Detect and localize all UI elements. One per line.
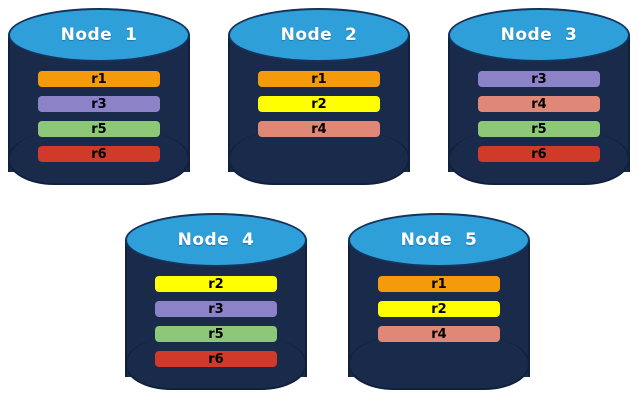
- replica-bar[interactable]: r5: [155, 326, 277, 342]
- replica-label: r3: [91, 96, 107, 112]
- replica-list: r1 r2 r4: [228, 71, 410, 137]
- replica-label: r1: [431, 276, 447, 292]
- replica-label: r5: [208, 326, 224, 342]
- replica-bar[interactable]: r2: [378, 301, 500, 317]
- cylinder-top: Node 1: [8, 8, 190, 62]
- cylinder-top: Node 5: [348, 213, 530, 267]
- cylinder-bottom: [348, 338, 530, 390]
- replica-bar[interactable]: r4: [378, 326, 500, 342]
- cylinder-top: Node 4: [125, 213, 307, 267]
- replica-bar[interactable]: r6: [38, 146, 160, 162]
- replica-label: r6: [91, 146, 107, 162]
- database-node-5[interactable]: Node 5 r1 r2 r4: [348, 213, 530, 390]
- database-node-3[interactable]: Node 3 r3 r4 r5 r6: [448, 8, 630, 185]
- replica-bar[interactable]: r4: [478, 96, 600, 112]
- replica-bar[interactable]: r6: [478, 146, 600, 162]
- replica-bar[interactable]: r3: [155, 301, 277, 317]
- database-node-4[interactable]: Node 4 r2 r3 r5 r6: [125, 213, 307, 390]
- node-label: Node 3: [500, 24, 578, 45]
- replica-list: r1 r3 r5 r6: [8, 71, 190, 162]
- replica-bar[interactable]: r5: [478, 121, 600, 137]
- replica-bar[interactable]: r4: [258, 121, 380, 137]
- database-node-2[interactable]: Node 2 r1 r2 r4: [228, 8, 410, 185]
- replica-label: r4: [531, 96, 547, 112]
- replica-label: r6: [208, 351, 224, 367]
- replica-bar[interactable]: r6: [155, 351, 277, 367]
- replica-bar[interactable]: r3: [38, 96, 160, 112]
- replica-list: r3 r4 r5 r6: [448, 71, 630, 162]
- replica-list: r1 r2 r4: [348, 276, 530, 342]
- replica-bar[interactable]: r5: [38, 121, 160, 137]
- replica-label: r3: [531, 71, 547, 87]
- replica-label: r1: [311, 71, 327, 87]
- replica-bar[interactable]: r1: [38, 71, 160, 87]
- node-label: Node 2: [280, 24, 358, 45]
- cylinder-bottom: [228, 133, 410, 185]
- replica-label: r4: [311, 121, 327, 137]
- replica-label: r1: [91, 71, 107, 87]
- replica-label: r6: [531, 146, 547, 162]
- database-node-1[interactable]: Node 1 r1 r3 r5 r6: [8, 8, 190, 185]
- replica-bar[interactable]: r1: [258, 71, 380, 87]
- replica-list: r2 r3 r5 r6: [125, 276, 307, 367]
- cylinder-top: Node 2: [228, 8, 410, 62]
- node-label: Node 4: [177, 229, 255, 250]
- replica-bar[interactable]: r2: [258, 96, 380, 112]
- node-label: Node 1: [60, 24, 138, 45]
- replica-bar[interactable]: r1: [378, 276, 500, 292]
- replica-label: r3: [208, 301, 224, 317]
- replica-bar[interactable]: r3: [478, 71, 600, 87]
- replica-label: r2: [208, 276, 224, 292]
- replica-bar[interactable]: r2: [155, 276, 277, 292]
- node-label: Node 5: [400, 229, 478, 250]
- replica-label: r2: [311, 96, 327, 112]
- replica-label: r4: [431, 326, 447, 342]
- replica-label: r5: [531, 121, 547, 137]
- replica-label: r5: [91, 121, 107, 137]
- cylinder-top: Node 3: [448, 8, 630, 62]
- replica-label: r2: [431, 301, 447, 317]
